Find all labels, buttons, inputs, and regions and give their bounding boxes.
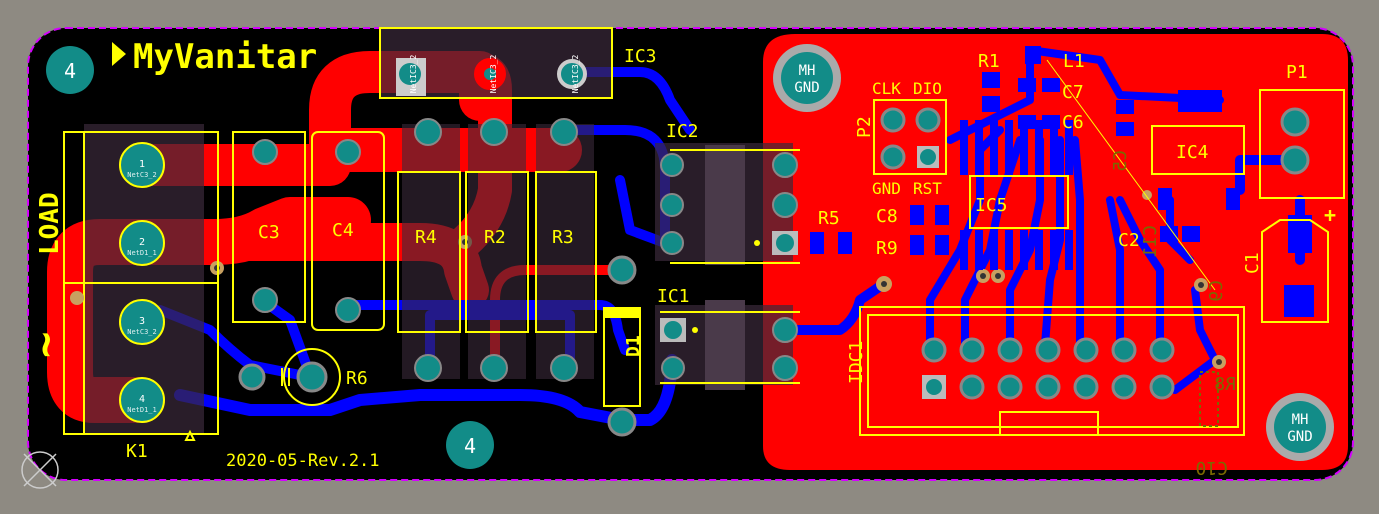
ac-symbol: ~ <box>20 332 71 359</box>
c4-capacitor[interactable] <box>311 131 385 331</box>
label-c11-bottom: C11 <box>1140 225 1161 258</box>
ic3-pad2-label: NetIC3_2 <box>489 55 498 94</box>
header-pin-dio: DIO <box>913 79 942 98</box>
k1-pad4-net: NetD1_1 <box>127 406 157 414</box>
ic3-pad3-label: NetIC3_2 <box>571 55 580 94</box>
k1-pad4-number: 4 <box>139 394 145 405</box>
layer-badge-bottom-text: 4 <box>464 434 476 458</box>
k1-pad1-number: 1 <box>139 159 145 170</box>
label-r8-bottom: R8 <box>1214 374 1236 395</box>
label-r2: R2 <box>484 227 506 248</box>
title-arrow-icon <box>112 42 126 66</box>
label-ic1: IC1 <box>657 286 690 307</box>
k1-pad2-number: 2 <box>139 237 145 248</box>
ic3-pad1-label: NetIC3_2 <box>409 55 418 94</box>
label-plus: + <box>1324 203 1336 227</box>
load-label: LOAD <box>35 192 65 255</box>
c3-capacitor[interactable] <box>232 131 306 323</box>
label-l1: L1 <box>1063 51 1085 72</box>
label-r3: R3 <box>552 227 574 248</box>
ic2-optocoupler[interactable] <box>655 143 800 265</box>
label-ic3: IC3 <box>624 46 657 67</box>
p1-connector[interactable] <box>1259 89 1345 199</box>
label-r6: R6 <box>346 368 368 389</box>
p2-programming-header[interactable] <box>873 99 947 175</box>
mh1-label-line2: GND <box>794 80 819 96</box>
label-r4: R4 <box>415 227 437 248</box>
label-idc1: IDC1 <box>846 341 867 384</box>
label-ic2: IC2 <box>666 121 699 142</box>
mh2-label-line2: GND <box>1287 429 1312 445</box>
r6-component[interactable] <box>238 348 341 406</box>
smd-passives <box>810 46 1329 323</box>
ic1-optocoupler[interactable] <box>655 300 800 390</box>
label-r1: R1 <box>978 51 1000 72</box>
idc1-header[interactable] <box>859 306 1245 436</box>
mh1-label-line1: MH <box>799 63 816 79</box>
label-c5-bottom: C5 <box>1110 150 1131 172</box>
label-c10-bottom: C10 <box>1195 457 1228 478</box>
label-ic5: IC5 <box>975 195 1008 216</box>
label-d1: D1 <box>623 335 644 357</box>
label-ic4: IC4 <box>1176 142 1209 163</box>
mounting-hole-bottom: MH GND <box>1266 393 1334 461</box>
label-c4: C4 <box>332 220 354 241</box>
label-p1: P1 <box>1286 62 1308 83</box>
k1-pad1-net: NetC3_2 <box>127 171 157 179</box>
label-c8: C8 <box>876 206 898 227</box>
k1-pad2-net: NetD1_1 <box>127 249 157 257</box>
resistor-block <box>397 118 597 382</box>
layer-badge-top-text: 4 <box>64 59 76 83</box>
label-k1: K1 <box>126 441 148 462</box>
board-title: MyVanitar <box>133 37 317 77</box>
label-c1: C1 <box>1242 252 1263 274</box>
bottom-silkscreen-labels: C5 C11 C9 R8 C10 <box>1110 150 1236 478</box>
layer-badge-bottom: 4 <box>446 421 494 469</box>
d1-diode[interactable] <box>603 255 641 437</box>
label-p2: P2 <box>854 116 875 138</box>
silkscreen-labels: MyVanitar 2020-05-Rev.2.1 LOAD ~ K1 C3 C… <box>20 37 1336 471</box>
label-c2: C2 <box>1118 230 1140 251</box>
label-r5: R5 <box>818 208 840 229</box>
mounting-hole-top: MH GND <box>773 44 841 112</box>
ic5-mcu[interactable] <box>940 120 1090 270</box>
label-c6: C6 <box>1062 112 1084 133</box>
k1-pad3-number: 3 <box>139 316 145 327</box>
label-c3: C3 <box>258 222 280 243</box>
layer-badge-top: 4 <box>46 46 94 94</box>
label-r9: R9 <box>876 238 898 259</box>
origin-marker-icon <box>21 451 59 489</box>
label-c9-bottom: C9 <box>1206 280 1227 302</box>
header-pin-clk: CLK <box>872 79 901 98</box>
header-pin-gnd: GND <box>872 179 901 198</box>
ic3-regulator[interactable]: NetIC3_2 NetIC3_2 NetIC3_2 <box>379 27 613 99</box>
board-revision: 2020-05-Rev.2.1 <box>226 451 380 471</box>
mh2-label-line1: MH <box>1292 412 1309 428</box>
label-c7: C7 <box>1062 82 1084 103</box>
k1-pad3-net: NetC3_2 <box>127 328 157 336</box>
header-pin-rst: RST <box>913 179 942 198</box>
k1-terminal-block[interactable]: 1 NetC3_2 2 NetD1_1 3 NetC3_2 4 NetD1_1 <box>63 124 219 441</box>
